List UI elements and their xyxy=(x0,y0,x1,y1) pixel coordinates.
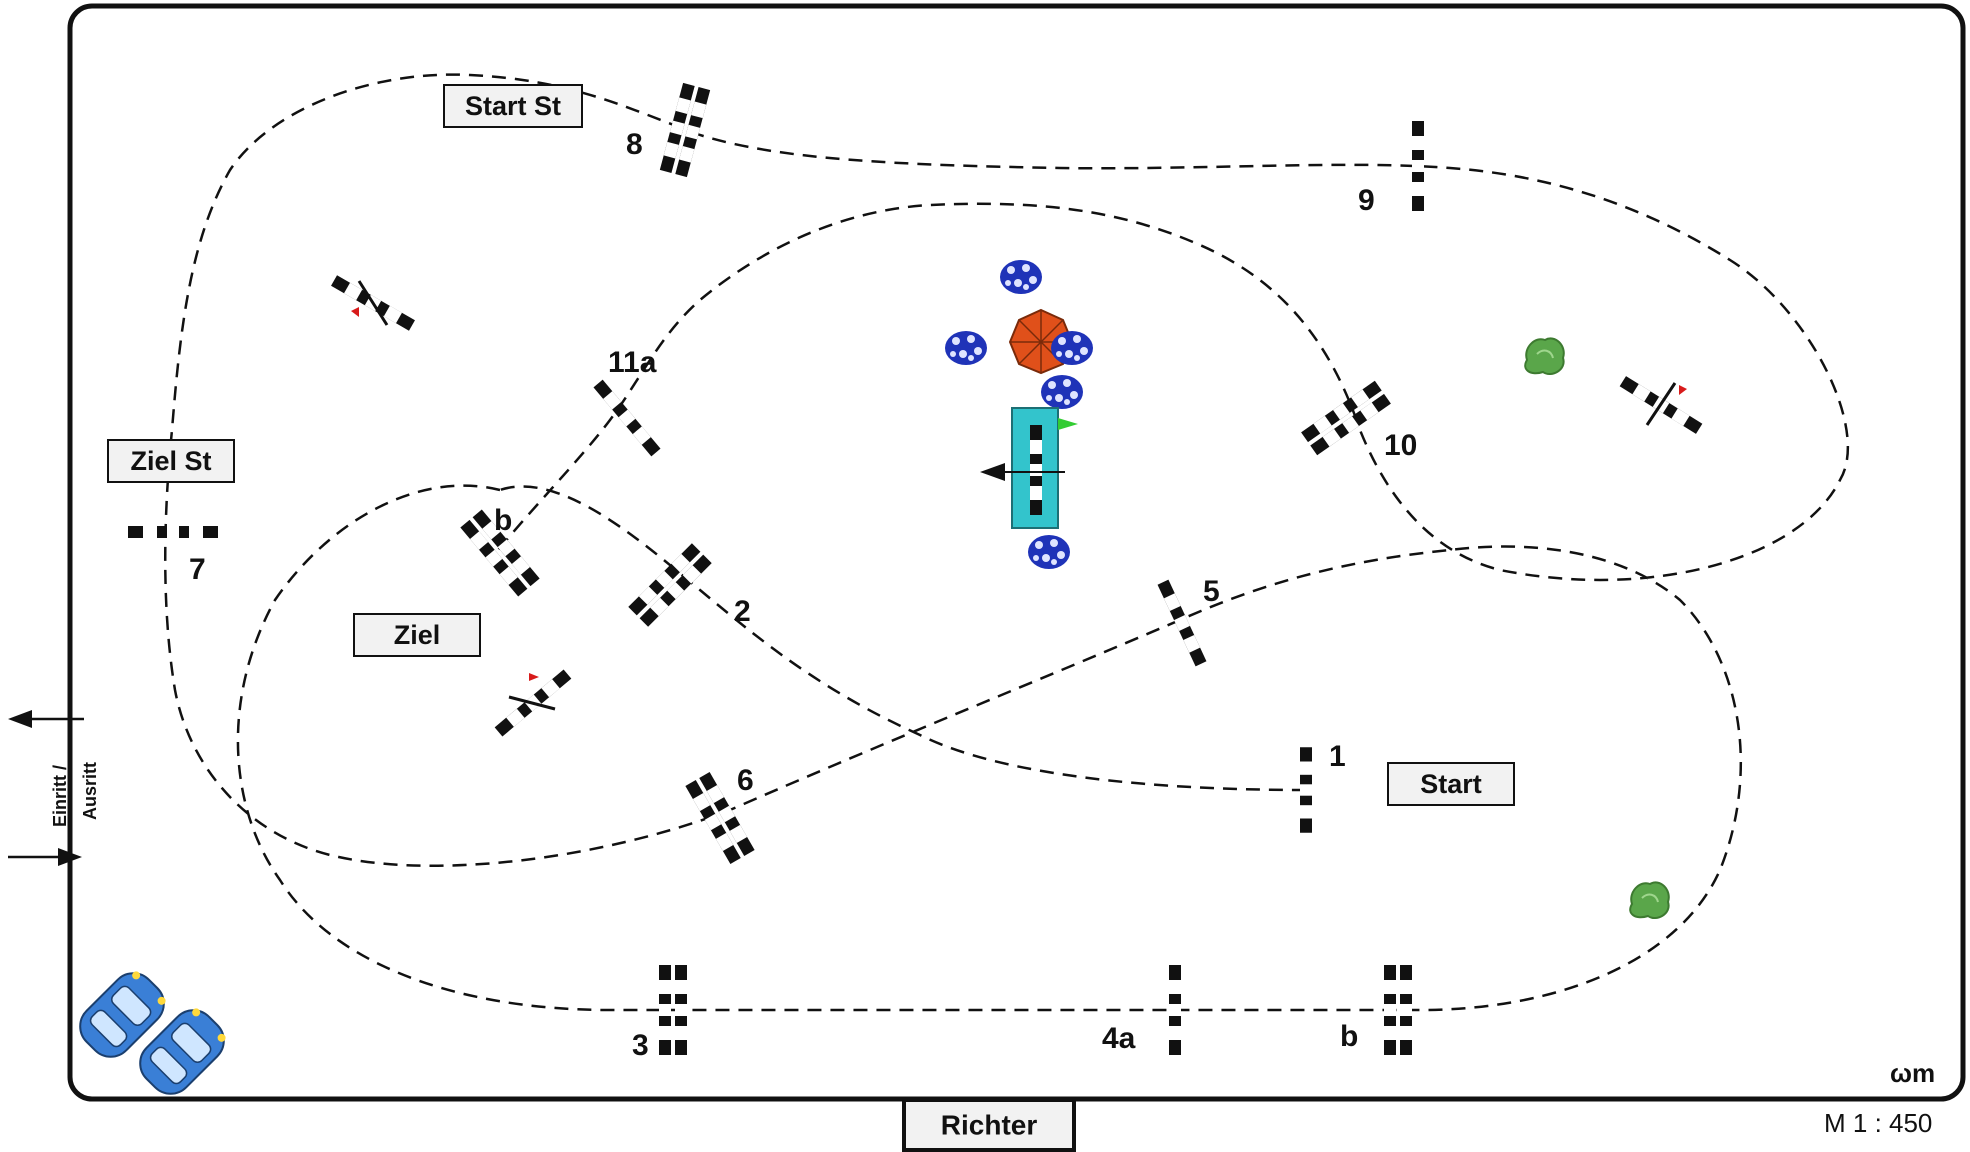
arrow-icon xyxy=(980,463,1005,481)
number-11b: b xyxy=(494,504,512,537)
number-11a: 11a xyxy=(608,346,657,379)
bush-icon xyxy=(1629,881,1670,920)
cross-marker-1 xyxy=(331,275,415,331)
svg-text:Ziel St: Ziel St xyxy=(130,446,211,476)
sign-start-st: Start St xyxy=(443,84,583,128)
obstacle-5 xyxy=(1157,579,1207,667)
cross-marker-3 xyxy=(494,669,572,737)
route-path xyxy=(163,73,1850,1012)
designer-signature: ωm xyxy=(1890,1058,1935,1088)
obstacle-8 xyxy=(659,82,711,178)
flag-icon xyxy=(351,307,359,317)
flower-box-icon xyxy=(1000,260,1042,294)
flower-box-icon xyxy=(1051,331,1093,365)
number-6: 6 xyxy=(737,764,754,797)
arrow-icon xyxy=(8,710,32,728)
water-obstacle-rail xyxy=(980,425,1065,515)
number-10: 10 xyxy=(1384,429,1417,462)
sign-richter: Richter xyxy=(902,1098,1076,1152)
flag-icon xyxy=(529,673,539,681)
cross-marker-2 xyxy=(1619,376,1703,434)
obstacle-9 xyxy=(1412,121,1424,211)
obstacle-4a xyxy=(1169,965,1181,1055)
number-4b: b xyxy=(1340,1020,1358,1053)
obstacle-2 xyxy=(628,543,712,627)
sign-ziel: Ziel xyxy=(353,613,481,657)
sign-ziel-st: Ziel St xyxy=(107,439,235,483)
sign-start: Start xyxy=(1387,762,1515,806)
svg-text:Ziel: Ziel xyxy=(394,620,441,650)
number-9: 9 xyxy=(1358,184,1375,217)
obstacle-7 xyxy=(128,526,218,538)
flower-box-icon xyxy=(1041,375,1083,409)
bush-icon xyxy=(1524,337,1565,376)
flag-icon xyxy=(1058,418,1078,430)
svg-text:Start St: Start St xyxy=(465,91,561,121)
number-8: 8 xyxy=(626,128,643,161)
number-5: 5 xyxy=(1203,575,1220,608)
entrance-arrows xyxy=(8,710,84,866)
number-1: 1 xyxy=(1329,740,1346,773)
arrow-icon xyxy=(58,848,82,866)
svg-text:Richter: Richter xyxy=(941,1110,1038,1141)
entrance-label-2: Ausritt xyxy=(80,762,100,820)
arena-border xyxy=(67,3,1966,1102)
number-3: 3 xyxy=(632,1029,649,1062)
obstacle-4b xyxy=(1384,965,1412,1055)
entrance-label-1: Einritt / xyxy=(50,765,70,827)
flower-box-icon xyxy=(945,331,987,365)
scale-label: M 1 : 450 xyxy=(1824,1108,1932,1138)
svg-text:Start: Start xyxy=(1420,769,1482,799)
flower-box-icon xyxy=(1028,535,1070,569)
number-2: 2 xyxy=(734,595,751,628)
obstacle-1 xyxy=(1300,747,1312,833)
obstacle-11a xyxy=(593,379,661,457)
number-7: 7 xyxy=(189,553,206,586)
flag-icon xyxy=(1679,385,1687,395)
number-4a: 4a xyxy=(1102,1022,1136,1055)
